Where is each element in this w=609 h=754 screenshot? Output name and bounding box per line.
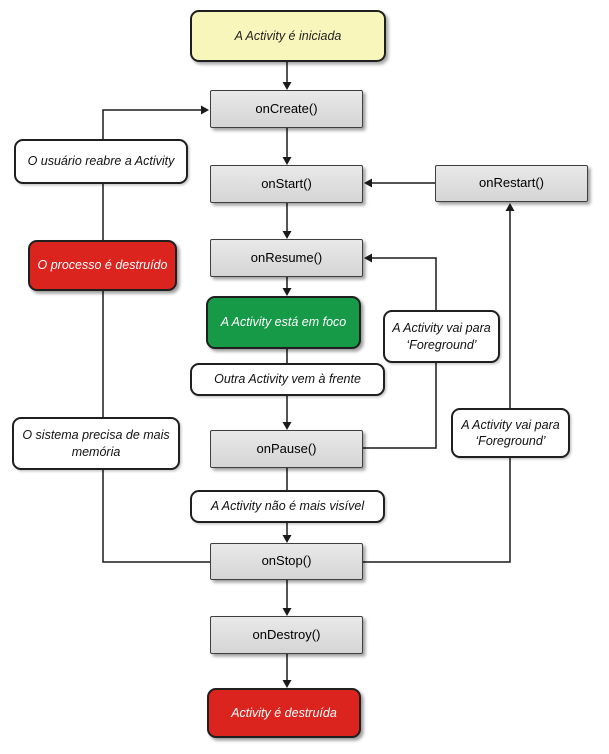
node-foreground-to-restart: A Activity vai para ‘Foreground’ bbox=[451, 408, 570, 458]
node-not-visible: A Activity não é mais visível bbox=[190, 490, 385, 523]
node-ondestroy: onDestroy() bbox=[210, 616, 363, 654]
node-system-needs-memory: O sistema precisa de mais memória bbox=[12, 417, 180, 470]
arrow-down-onresume bbox=[282, 231, 292, 239]
edge-onstop-to-oncreate bbox=[102, 109, 210, 563]
node-onstart: onStart() bbox=[210, 165, 363, 203]
node-foreground-to-resume: A Activity vai para ‘Foreground’ bbox=[383, 310, 500, 363]
node-onpause: onPause() bbox=[210, 430, 363, 468]
node-activity-started: A Activity é iniciada bbox=[190, 10, 386, 62]
arrow-up-onrestart bbox=[505, 203, 515, 211]
node-another-activity-front: Outra Activity vem à frente bbox=[190, 363, 385, 396]
node-process-destroyed: O processo é destruído bbox=[28, 240, 177, 291]
arrow-down-onpause bbox=[282, 422, 292, 430]
arrow-down-ondestroy bbox=[282, 608, 292, 616]
arrow-down-focus bbox=[282, 288, 292, 296]
edge-onstop-to-onrestart bbox=[363, 210, 511, 563]
node-onresume: onResume() bbox=[210, 239, 363, 277]
node-onrestart: onRestart() bbox=[435, 165, 588, 202]
arrow-down-onstop bbox=[282, 535, 292, 543]
arrow-right-oncreate bbox=[201, 105, 209, 115]
arrow-down-destroyed bbox=[282, 680, 292, 688]
arrow-down-onstart bbox=[282, 157, 292, 165]
arrow-left-onresume bbox=[364, 253, 372, 263]
node-activity-destroyed: Activity é destruída bbox=[207, 688, 361, 738]
arrow-down-oncreate bbox=[282, 82, 292, 90]
arrow-left-onstart bbox=[364, 178, 372, 188]
node-oncreate: onCreate() bbox=[210, 90, 363, 128]
node-onstop: onStop() bbox=[210, 543, 363, 580]
node-user-reopens: O usuário reabre a Activity bbox=[14, 139, 188, 184]
node-activity-in-focus: A Activity está em foco bbox=[206, 296, 361, 349]
